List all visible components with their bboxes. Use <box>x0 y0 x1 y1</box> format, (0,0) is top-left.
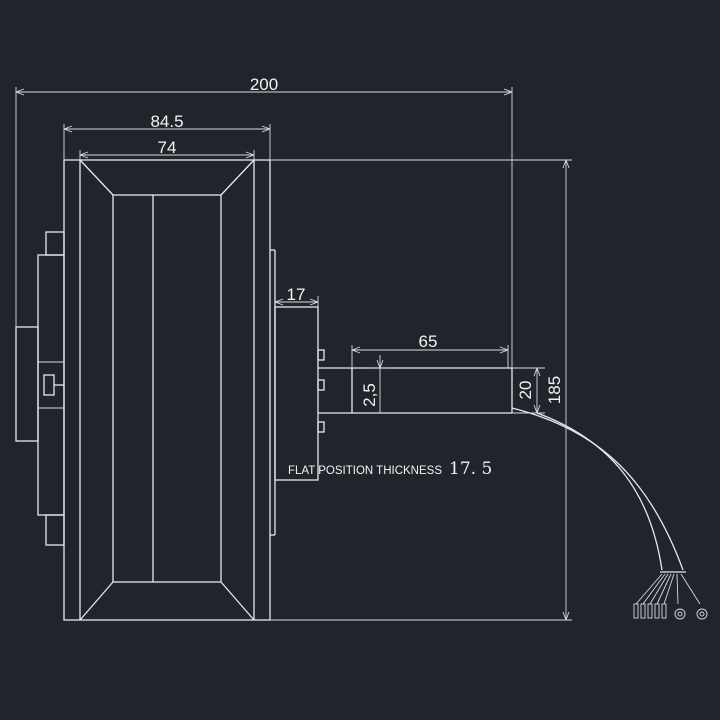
dim-shaft-length: 65 <box>419 332 438 351</box>
dim-overall-width: 200 <box>250 75 278 94</box>
dim-shaft-flat: 2,5 <box>360 383 379 407</box>
dim-flange: 17 <box>287 285 306 304</box>
dim-body-width: 84.5 <box>150 112 183 131</box>
dim-shaft-diameter: 20 <box>516 381 535 400</box>
dim-inner-width: 74 <box>158 138 177 157</box>
flat-position-label: FLAT POSITION THICKNESS <box>288 465 442 477</box>
right-flange-shaft <box>274 306 513 481</box>
flat-position-note: FLAT POSITION THICKNESS 17. 5 <box>288 459 492 479</box>
dim-overall-height: 185 <box>545 376 564 404</box>
motor-cable <box>511 407 708 620</box>
flat-position-value: 17. 5 <box>449 459 492 479</box>
dimension-lines <box>15 87 572 621</box>
left-axle-bracket <box>15 231 65 546</box>
motor-hub-body <box>63 159 276 621</box>
